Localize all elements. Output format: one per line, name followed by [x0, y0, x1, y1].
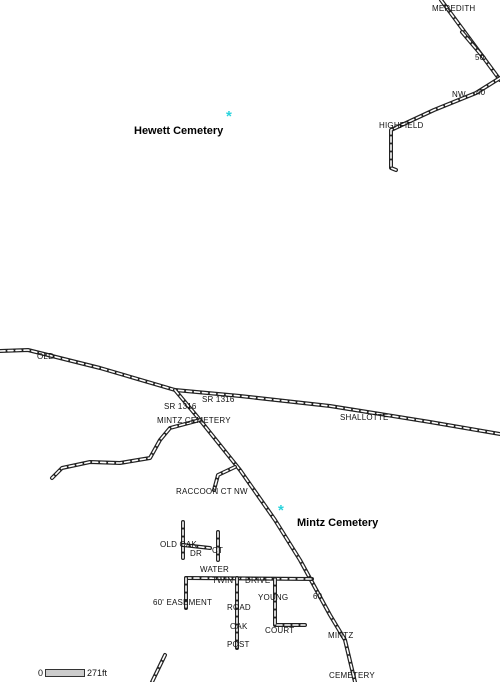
road-west-curve — [50, 418, 202, 480]
road-label-50: 50 — [475, 53, 485, 62]
road-label-meredith: MEREDITH — [432, 4, 476, 13]
road-label-road: ROAD — [227, 603, 251, 612]
road-label-mintz-cemetery: MINTZ CEMETERY — [157, 416, 231, 425]
road-label-shallotte: SHALLOTTE — [340, 413, 389, 422]
road-label-mintz: MINTZ — [328, 631, 354, 640]
road-label-raccoon-ct-nw: RACCOON CT NW — [176, 487, 248, 496]
road-sw-stub — [150, 653, 167, 682]
road-label-water: WATER — [200, 565, 229, 574]
road-ne-spur — [460, 30, 486, 60]
road-label-court: COURT — [265, 626, 295, 635]
road-old-oak-b — [181, 543, 212, 550]
road-label-sr1316-b: SR 1316 — [164, 402, 197, 411]
poi-label-mintz-cemetery[interactable]: Mintz Cemetery — [297, 517, 379, 529]
road-label-old-oak: OLD OAK — [160, 540, 197, 549]
scale-bar: 0 271ft — [38, 668, 107, 678]
scale-max-label: 271ft — [87, 668, 108, 678]
road-label-old: OLD — [37, 352, 55, 361]
road-young-court — [273, 577, 307, 627]
road-label-60-easement: 60' EASEMENT — [153, 598, 213, 607]
road-label-40: 40 — [476, 88, 486, 97]
scale-min-label: 0 — [38, 668, 44, 678]
road-old-shallotte — [0, 348, 500, 436]
road-label-sr1316-a: SR 1316 — [202, 395, 235, 404]
road-label-ct: CT — [212, 546, 224, 555]
road-label-highfield: HIGHFIELD — [379, 121, 424, 130]
cemetery-asterisk-icon[interactable]: * — [278, 502, 284, 519]
road-mintz-cemetery — [173, 388, 357, 682]
road-raccoon-ct — [212, 465, 237, 492]
road-label-cemetery: CEMETERY — [329, 671, 375, 680]
cemetery-asterisk-icon[interactable]: * — [226, 108, 232, 125]
road-label-nw: NW — [452, 90, 466, 99]
road-label-dr: DR — [190, 549, 202, 558]
road-label-young: YOUNG — [258, 593, 289, 602]
road-label-60: 60 — [313, 592, 323, 601]
road-twin-drive — [184, 576, 314, 581]
road-label-twin: TWIN — [212, 576, 234, 585]
road-label-drive: DRIVE — [245, 576, 271, 585]
scale-bar-graphic — [45, 669, 86, 677]
poi-label-hewett-cemetery[interactable]: Hewett Cemetery — [134, 125, 224, 137]
road-label-post: POST — [227, 640, 250, 649]
road-highfield-nw — [389, 76, 500, 172]
road-label-oak: OAK — [230, 622, 248, 631]
